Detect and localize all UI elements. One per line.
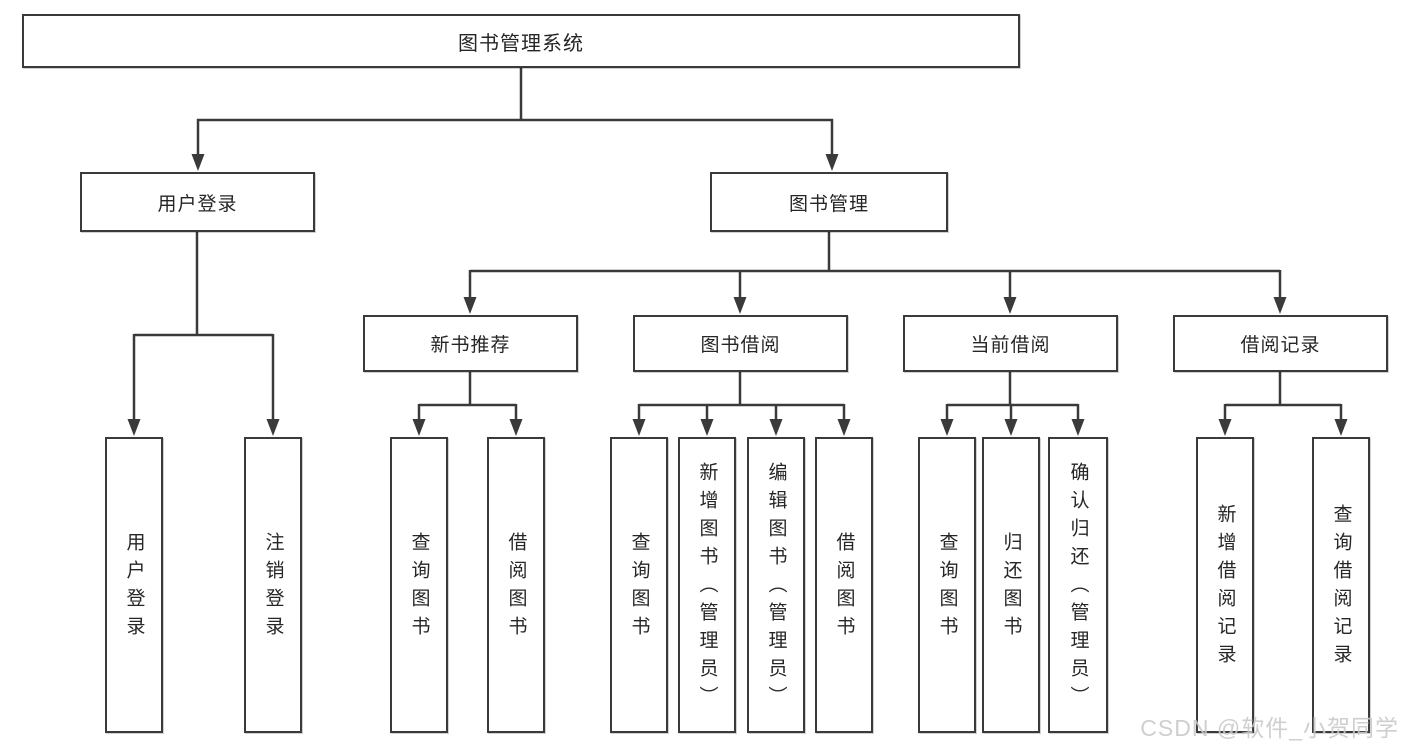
leaf-return-book: 归还图书 [982,437,1040,733]
leaf-query-borrow-record: 查询借阅记录 [1312,437,1370,733]
node-user-login: 用户登录 [80,172,315,232]
leaf-query-books-borrow: 查询图书 [610,437,668,733]
leaf-query-books-current: 查询图书 [918,437,976,733]
csdn-watermark: CSDN @软件_小贺同学 [1140,715,1399,741]
leaf-add-borrow-record: 新增借阅记录 [1196,437,1254,733]
leaf-borrow-books-borrow: 借阅图书 [815,437,873,733]
node-book-borrow: 图书借阅 [633,315,848,372]
leaf-user-login: 用户登录 [105,437,163,733]
node-root-system: 图书管理系统 [22,14,1020,68]
leaf-edit-book-admin: 编辑图书（管理员） [747,437,805,733]
node-new-book-recommend: 新书推荐 [363,315,578,372]
leaf-confirm-return-admin: 确认归还（管理员） [1048,437,1108,733]
leaf-logout: 注销登录 [244,437,302,733]
node-current-borrow: 当前借阅 [903,315,1118,372]
leaf-add-book-admin: 新增图书（管理员） [678,437,736,733]
node-book-management: 图书管理 [710,172,948,232]
leaf-borrow-books-recommend: 借阅图书 [487,437,545,733]
node-borrow-records: 借阅记录 [1173,315,1388,372]
leaf-query-books-recommend: 查询图书 [390,437,448,733]
